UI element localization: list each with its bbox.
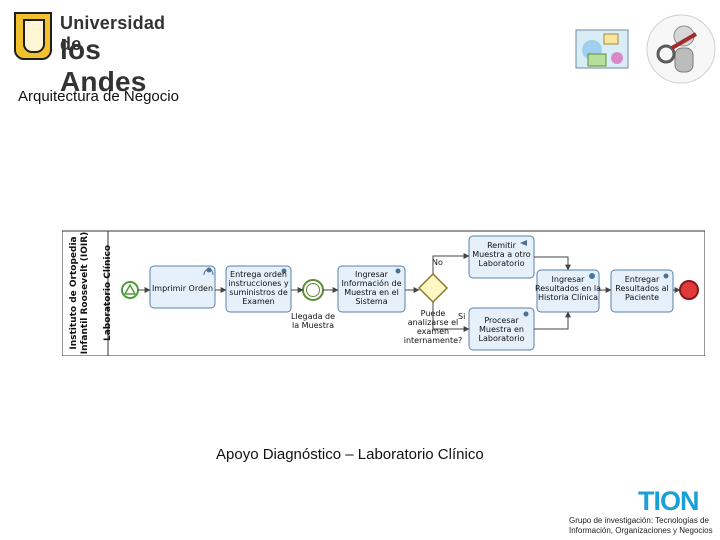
university-logo: Universidad de los Andes	[14, 10, 184, 97]
task-6-label-3: Historia Clínica	[538, 293, 598, 302]
task-7-label-3: Paciente	[625, 293, 659, 302]
lane-label: Laboratorio Clínico	[103, 245, 113, 341]
logo-line-2: los Andes	[60, 34, 147, 97]
section-title: Arquitectura de Negocio	[18, 88, 179, 105]
task-7-label-2: Resultados al	[615, 284, 668, 293]
user-icon	[663, 273, 669, 279]
task-2-label-3: suministros de	[229, 288, 288, 297]
task-entregar-resultados[interactable]: Entregar Resultados al Paciente	[610, 269, 674, 313]
task-imprimir-orden[interactable]: Imprimir Orden	[149, 265, 216, 309]
user-icon	[206, 267, 212, 273]
task-2-label-1: Entrega orden	[230, 270, 287, 279]
user-icon	[523, 311, 529, 317]
task-6-label-1: Ingresar	[552, 275, 586, 284]
task-5-label-1: Procesar	[484, 316, 519, 325]
task-4-label-1: Remitir	[487, 241, 516, 250]
pool-label-line-1: Instituto de Ortopedia	[69, 236, 79, 349]
logo-line-1: Universidad de	[60, 13, 166, 54]
flow-7	[534, 311, 571, 330]
research-group-caption: Grupo de investigación: Tecnologías de I…	[569, 516, 713, 535]
start-event-signal-icon	[123, 283, 137, 295]
business-architecture-illustration	[575, 29, 629, 69]
send-icon	[520, 240, 527, 246]
user-icon	[281, 268, 287, 274]
task-procesar-muestra[interactable]: Procesar Muestra en Laboratorio	[468, 307, 535, 351]
process-diagram: Instituto de Ortopedia Infantil Roosevel…	[62, 230, 705, 356]
gateway-yes-label: Si	[458, 312, 465, 321]
task-2-label-2: instrucciones y	[228, 279, 289, 288]
task-3-label-1: Ingresar	[355, 270, 389, 279]
brand-name: TION	[638, 486, 699, 516]
lane-label-text: Laboratorio Clínico	[103, 245, 113, 341]
flow-6	[534, 256, 571, 271]
pool-label-line-2: Infantil Roosevelt (IOIR)	[80, 232, 90, 355]
gear-icon	[589, 273, 595, 279]
task-6-label-2: Resultados en la	[535, 284, 601, 293]
gateway-question-3: examen	[417, 327, 449, 336]
end-event[interactable]	[679, 280, 699, 300]
event-label-1: Llegada de	[291, 312, 335, 321]
shield-icon	[14, 12, 52, 60]
pool-label: Instituto de Ortopedia Infantil Roosevel…	[69, 232, 90, 355]
task-4-label-2: Muestra a otro	[472, 250, 531, 259]
task-3-label-4: Sistema	[355, 297, 387, 306]
task-1-label: Imprimir Orden	[152, 284, 213, 293]
task-2-label-4: Examen	[242, 297, 274, 306]
gateway-question-4: internamente?	[404, 336, 463, 345]
task-entrega-orden[interactable]: Entrega orden instrucciones y suministro…	[225, 265, 292, 313]
search-person-icon	[646, 14, 716, 84]
flow-no	[432, 253, 470, 274]
footer-title: Apoyo Diagnóstico – Laboratorio Clínico	[216, 446, 484, 463]
task-5-label-2: Muestra en	[479, 325, 524, 334]
task-ingresar-resultados[interactable]: Ingresar Resultados en la Historia Clíni…	[535, 269, 601, 313]
task-7-label-1: Entregar	[625, 275, 660, 284]
gateway-no-label: No	[432, 258, 443, 267]
brand-logo: TION	[638, 486, 699, 517]
task-5-label-3: Laboratorio	[479, 334, 525, 343]
task-3-label-2: Información de	[341, 278, 401, 288]
event-label-2: la Muestra	[292, 321, 334, 330]
task-3-label-3: Muestra en el	[344, 288, 399, 297]
task-4-label-3: Laboratorio	[479, 259, 525, 268]
flow-yes	[432, 302, 470, 332]
task-remitir-muestra[interactable]: Remitir Muestra a otro Laboratorio	[468, 235, 535, 279]
user-icon	[395, 268, 401, 274]
task-ingresar-informacion[interactable]: Ingresar Información de Muestra en el Si…	[337, 265, 406, 313]
